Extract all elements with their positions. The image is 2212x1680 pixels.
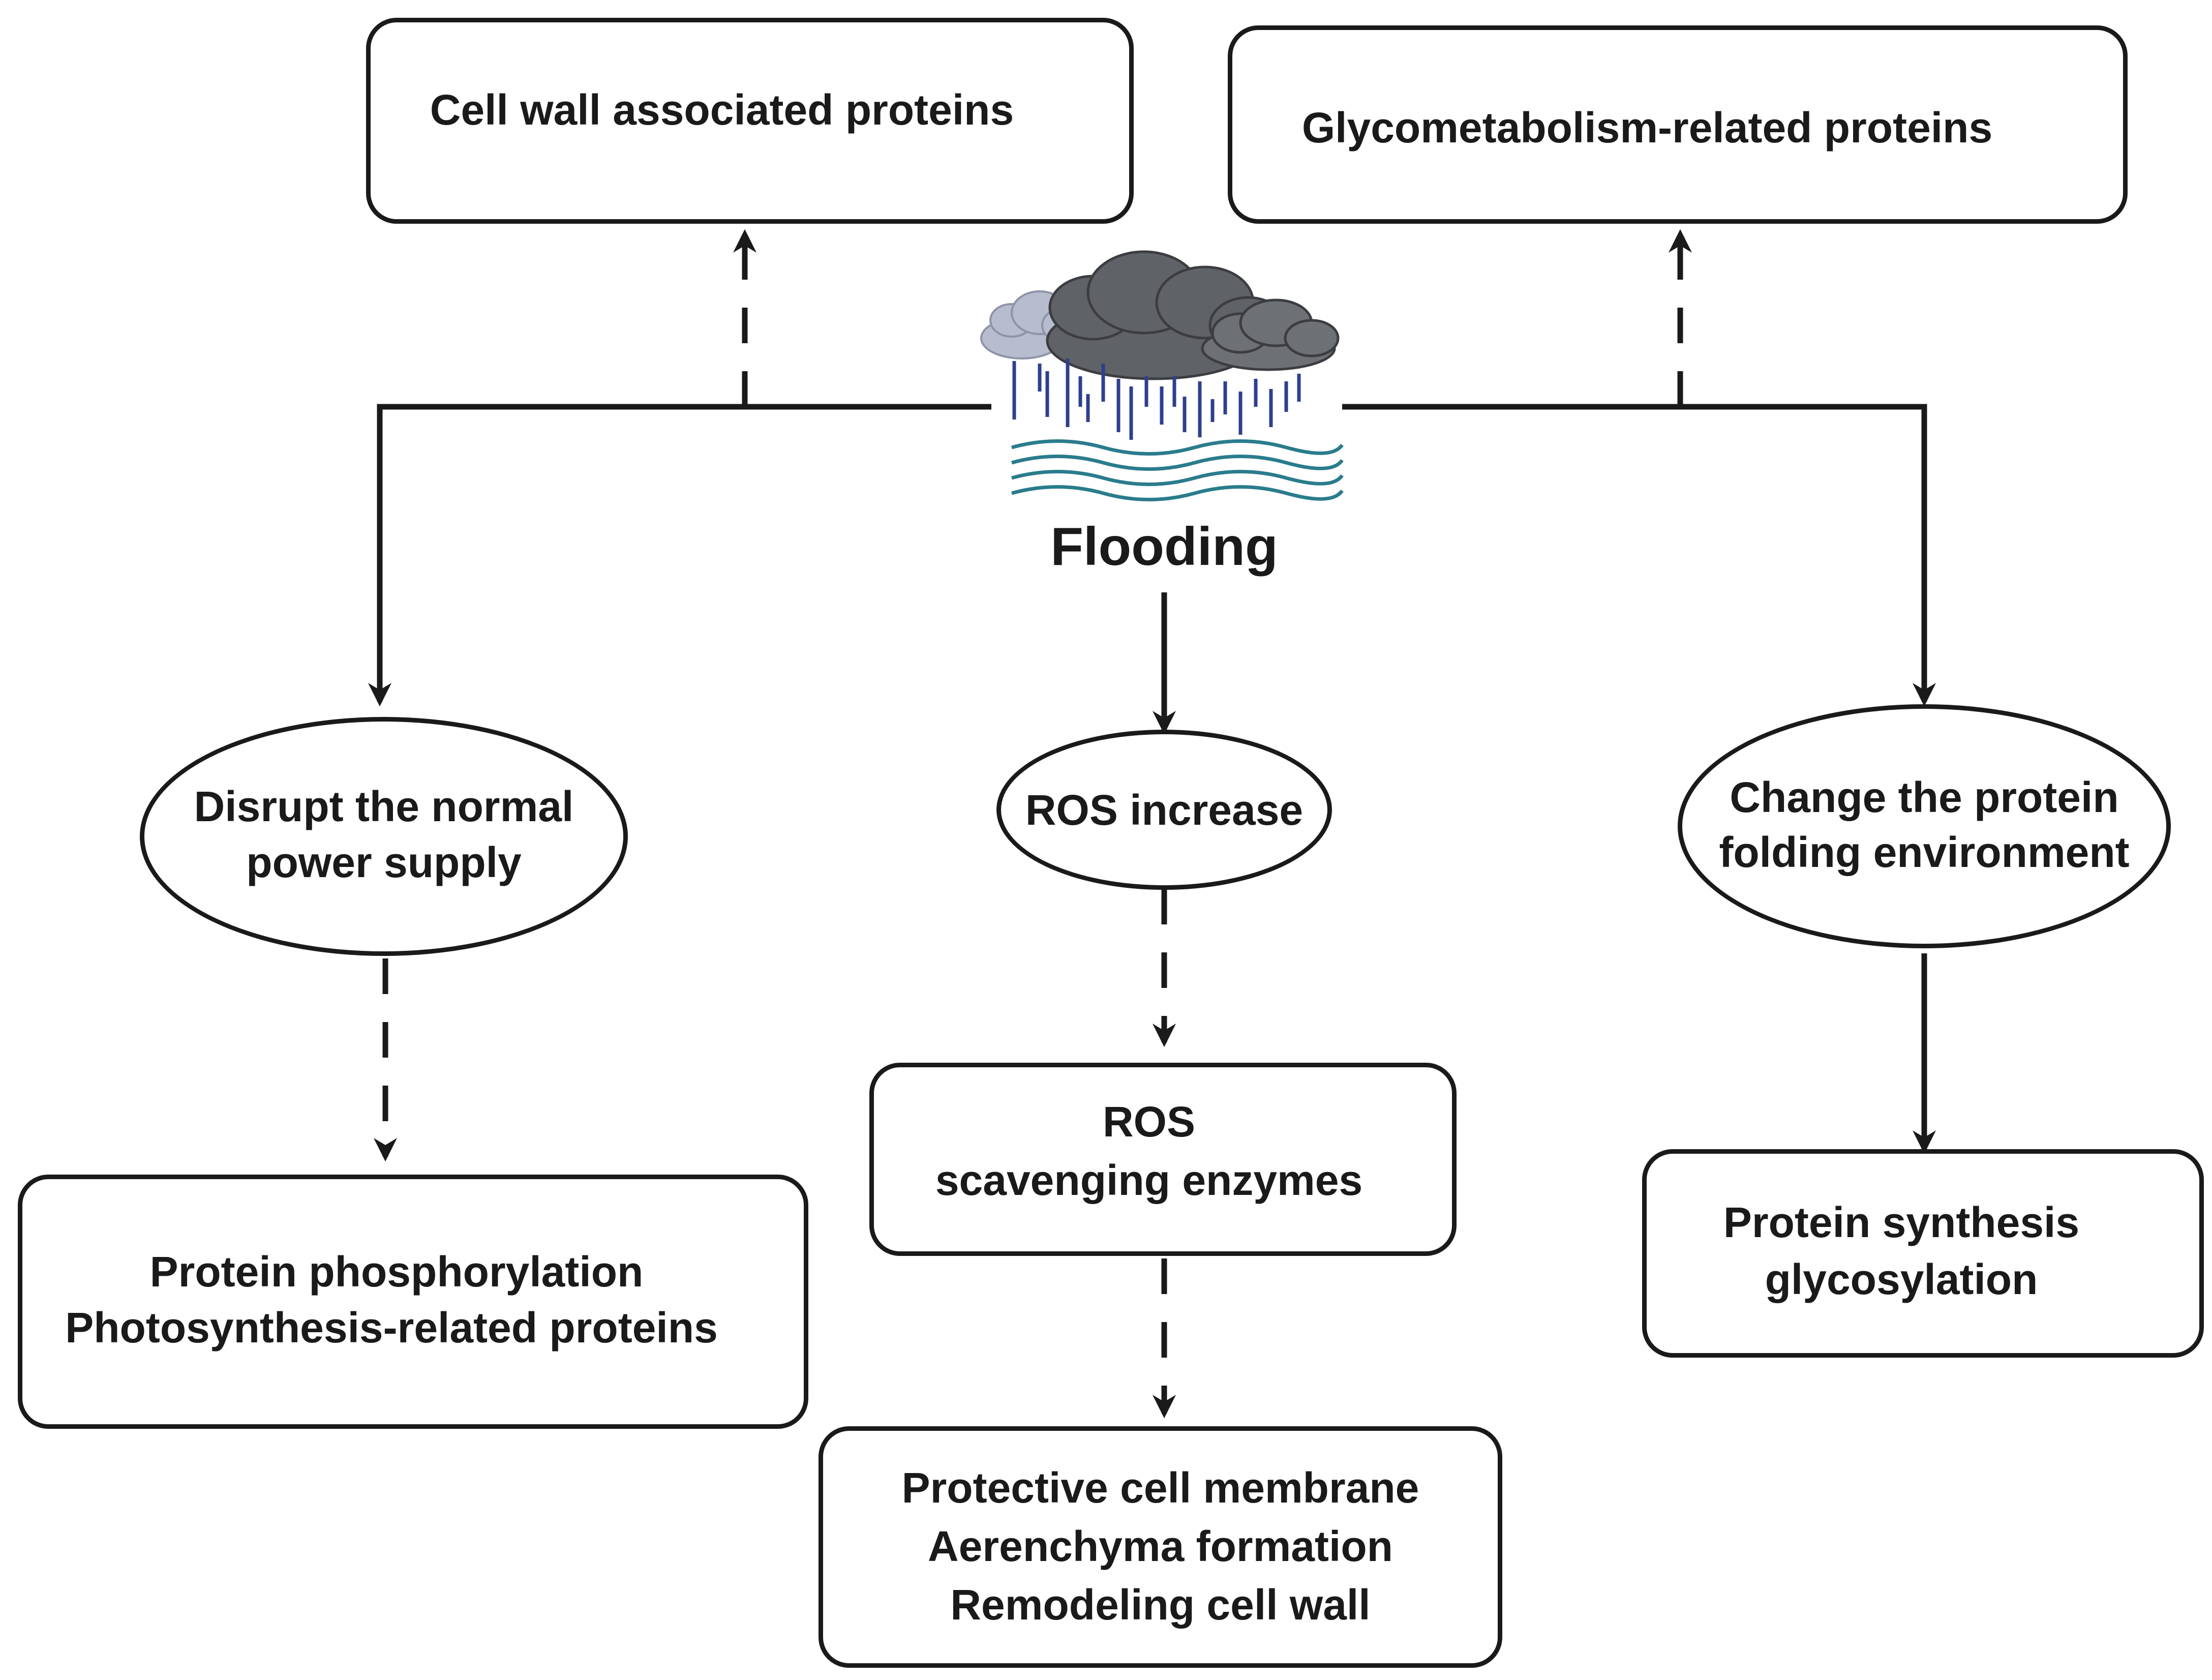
ros-enzymes-line1: ROS — [1102, 1098, 1196, 1146]
rain-cloud-flood-icon — [980, 250, 1344, 501]
ros-increase-label: ROS increase — [1025, 786, 1304, 834]
flood-left-connector — [368, 404, 991, 707]
cell-wall-proteins-label: Cell wall associated proteins — [430, 86, 1014, 134]
small-dark-cloud — [1201, 298, 1340, 371]
ros-enzymes-line2: scavenging enzymes — [935, 1156, 1363, 1204]
water-waves — [1011, 439, 1344, 501]
phosphorylation-line2: Photosynthesis-related proteins — [65, 1304, 718, 1352]
phosphorylation-line1: Protein phosphorylation — [149, 1248, 644, 1296]
aerenchyma-formation-label: Aerenchyma formation — [928, 1522, 1393, 1570]
protective-outcomes-box — [819, 1426, 1502, 1668]
dashed-connectors — [373, 229, 1692, 1419]
power-supply-ellipse — [140, 717, 628, 956]
glycometabolism-proteins-box — [1228, 25, 2128, 224]
protein-folding-line1: Change the protein — [1730, 773, 2119, 821]
cell-wall-proteins-box — [366, 18, 1134, 224]
rain-drops — [1012, 358, 1301, 440]
protein-folding-line2: folding environment — [1719, 828, 2130, 876]
phosphorylation-box — [18, 1175, 808, 1429]
remodeling-cell-wall-label: Remodeling cell wall — [950, 1581, 1371, 1629]
ros-increase-ellipse — [996, 730, 1332, 890]
flood-right-connector — [1342, 404, 1936, 707]
power-supply-line2: power supply — [246, 838, 522, 886]
protective-cell-membrane-label: Protective cell membrane — [901, 1464, 1419, 1512]
ros-enzymes-box — [869, 1063, 1457, 1256]
protein-synthesis-box — [1642, 1149, 2204, 1358]
flooding-label: Flooding — [1050, 517, 1278, 577]
protein-synthesis-line1: Protein synthesis — [1723, 1198, 2080, 1246]
glycometabolism-proteins-label: Glycometabolism-related proteins — [1301, 104, 1993, 152]
glycosylation-line2: glycosylation — [1765, 1255, 2038, 1303]
protein-folding-ellipse — [1678, 704, 2171, 948]
connector-lines — [368, 404, 1936, 1154]
power-supply-line1: Disrupt the normal — [194, 783, 574, 830]
